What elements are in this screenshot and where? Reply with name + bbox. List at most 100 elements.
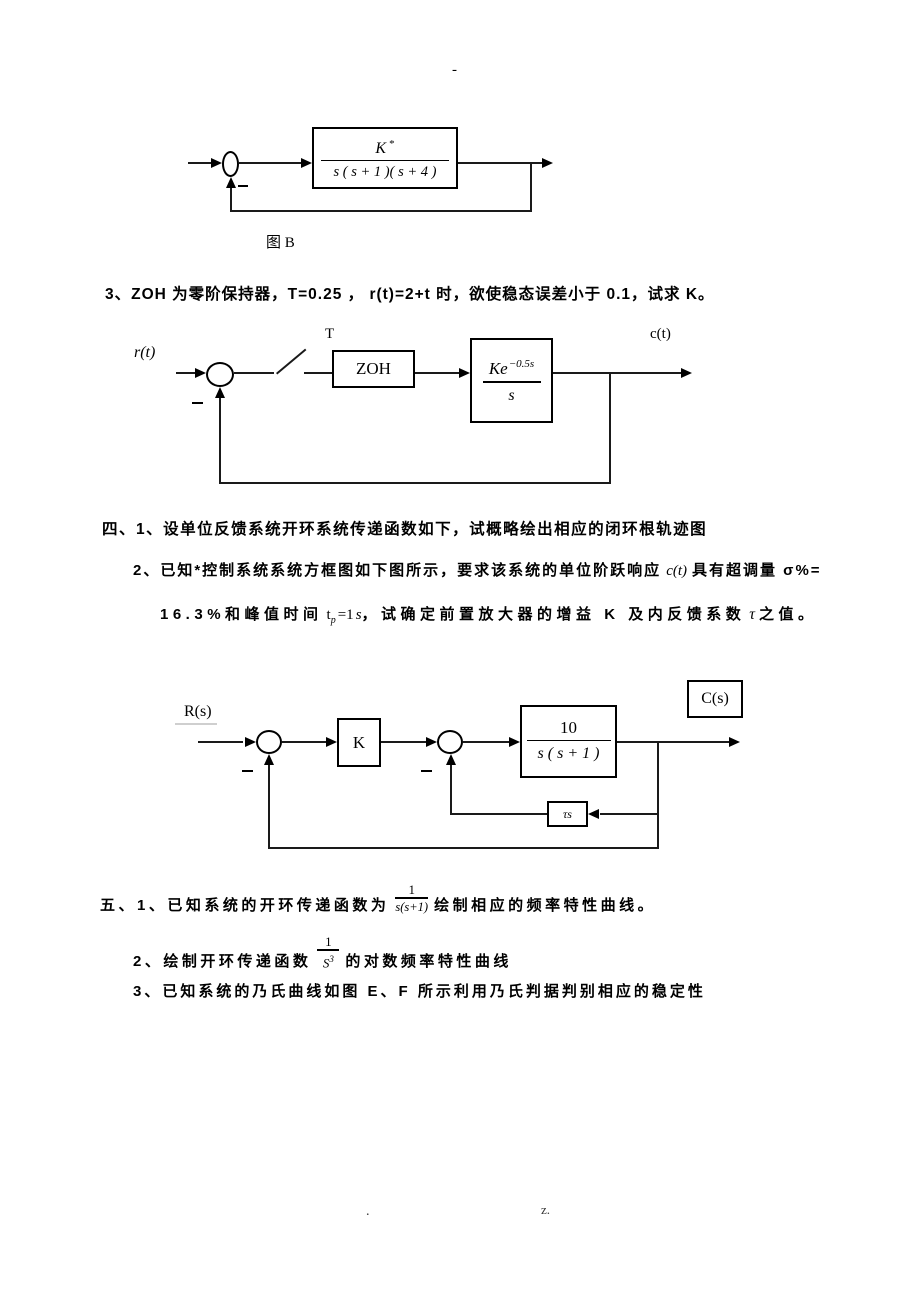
- fig-b-feedback-line: [230, 184, 232, 211]
- q5-1-frac-num: 1: [408, 882, 415, 897]
- q4-2-text-c: 16.3%和峰值时间: [160, 606, 323, 623]
- fig-zoh-line: [234, 372, 274, 374]
- minus-sign: [192, 402, 203, 404]
- fig-k-feedback-line: [657, 742, 659, 848]
- fig-zoh-output-arrowhead: [681, 368, 692, 378]
- minus-sign: [242, 770, 253, 772]
- gain-k-label: K: [352, 732, 366, 752]
- fraction-bar: [482, 381, 541, 383]
- zoh-block-label: ZOH: [356, 359, 391, 378]
- fig-zoh-feedback-line: [609, 373, 611, 483]
- fig-k-arrowhead: [326, 737, 337, 747]
- q5-2-text-a: 2、绘制开环传递函数: [133, 952, 312, 970]
- fig-k-inner-feedback-line: [450, 813, 547, 815]
- page-top-mark: -: [452, 62, 457, 78]
- question-5-line2: 2、绘制开环传递函数 1 S3 的对数频率特性曲线: [133, 934, 512, 971]
- q5-1-text-a: 五、1、已知系统的开环传递函数为: [100, 896, 390, 914]
- fig-k-output-box: C(s): [687, 680, 743, 718]
- fig-b-caption: 图 B: [266, 235, 295, 251]
- fig-zoh-input-label: r(t): [134, 344, 156, 361]
- fig-zoh-output-line: [553, 372, 681, 374]
- page-bottom-dot: .: [366, 1204, 370, 1219]
- fig-zoh-line: [415, 372, 460, 374]
- fig-zoh-plant-numerator: Ke−0.5s: [488, 358, 535, 379]
- fig-b-summing-junction: [222, 151, 239, 177]
- fig-k-plant-numerator: 10: [560, 717, 577, 737]
- fig-k-line: [282, 741, 326, 743]
- minus-sign: [238, 185, 248, 187]
- fig-k-summing-junction-2: [437, 730, 463, 754]
- q4-2-tp-base: t: [326, 607, 331, 623]
- fig-k-inner-feedback-arrowhead: [588, 809, 599, 819]
- fig-k-arrowhead: [426, 737, 437, 747]
- fig-k-plant-block: 10 s ( s + 1 ): [520, 705, 617, 778]
- q5-1-fraction: 1 s(s+1): [395, 882, 429, 915]
- fig-b-arrowhead: [301, 158, 312, 168]
- fig-k-input-label: R(s): [184, 703, 212, 720]
- tau-feedback-block: τs: [547, 801, 588, 827]
- fig-zoh-summing-junction: [206, 362, 234, 387]
- fig-zoh-input-line: [176, 372, 196, 374]
- fig-k-output-label: C(s): [701, 690, 729, 707]
- q4-2-text-d: ，试确定前置放大器的增益 K 及内反馈系数: [361, 606, 746, 623]
- fig-b-transfer-block: K* s ( s + 1 )( s + 4 ): [312, 127, 458, 189]
- q4-2-tau-symbol: τ: [749, 606, 755, 623]
- fig-b-feedback-line: [230, 210, 532, 212]
- fig-k-output-line: [617, 741, 729, 743]
- question-3-text: 3、ZOH 为零阶保持器，T=0.25 ， r(t)=2+t 时，欲使稳态误差小…: [105, 286, 715, 303]
- q4-2-tp-sub: p: [330, 615, 336, 626]
- question-4-2-line2: 16.3%和峰值时间 t p =1 s ，试确定前置放大器的增益 K 及内反馈系…: [160, 603, 818, 626]
- zoh-block: ZOH: [332, 350, 415, 388]
- question-4-title: 四、1、设单位反馈系统开环系统传递函数如下，试概略绘出相应的闭环根轨迹图: [102, 521, 708, 538]
- question-4-2-line1: 2、已知*控制系统系统方框图如下图所示，要求该系统的单位阶跃响应 c(t) 具有…: [133, 559, 822, 580]
- fig-k-outer-feedback-line: [268, 757, 270, 847]
- fig-zoh-arrowhead: [459, 368, 470, 378]
- q5-2-frac-num: 1: [325, 934, 332, 949]
- fig-k-inner-feedback-line: [600, 813, 658, 815]
- fig-zoh-line: [304, 372, 332, 374]
- tau-feedback-label: τs: [563, 806, 572, 821]
- fig-zoh-input-arrowhead: [195, 368, 206, 378]
- fraction-bar: [317, 949, 340, 951]
- q4-2-text-e: 之值。: [758, 606, 818, 623]
- q5-1-text-b: 绘制相应的频率特性曲线。: [434, 896, 657, 914]
- fig-b-input-line: [188, 162, 212, 164]
- fig-k-summing-junction-1: [256, 730, 282, 754]
- fig-b-output-arrowhead: [542, 158, 553, 168]
- fig-k-arrowhead: [509, 737, 520, 747]
- q4-2-ct-symbol: c(t): [666, 563, 688, 579]
- fig-k-line: [463, 741, 509, 743]
- fig-k-inner-feedback-line: [450, 756, 452, 814]
- question-5-line1: 五、1、已知系统的开环传递函数为 1 s(s+1) 绘制相应的频率特性曲线。: [100, 882, 656, 915]
- q4-2-text-a: 2、已知*控制系统系统方框图如下图所示，要求该系统的单位阶跃响应: [133, 562, 662, 579]
- fig-zoh-output-label: c(t): [650, 326, 671, 342]
- gain-k-block: K: [337, 718, 381, 767]
- artifact-line: [175, 723, 217, 725]
- fig-b-feedback-line: [530, 163, 532, 211]
- fig-zoh-plant-block: Ke−0.5s s: [470, 338, 553, 423]
- q5-2-frac-den-sup: 3: [329, 953, 334, 964]
- fig-b-output-line: [458, 162, 543, 164]
- fig-k-input-arrowhead: [245, 737, 256, 747]
- sampler-switch: [276, 348, 307, 375]
- question-5-line3: 3、已知系统的乃氏曲线如图 E、F 所示利用乃氏判据判别相应的稳定性: [133, 983, 706, 1000]
- fraction-bar: [395, 897, 429, 899]
- fig-zoh-plant-denominator: s: [508, 386, 515, 404]
- minus-sign: [421, 770, 432, 772]
- fig-zoh-plant-exponent: −0.5s: [508, 358, 535, 371]
- fig-k-line: [381, 741, 426, 743]
- fig-k-plant-denominator: s ( s + 1 ): [537, 745, 600, 763]
- fig-k-output-arrowhead: [729, 737, 740, 747]
- q5-2-fraction: 1 S3: [317, 934, 340, 971]
- q4-2-tp-s: s: [355, 607, 362, 623]
- q5-2-text-b: 的对数频率特性曲线: [345, 952, 512, 970]
- fig-k-outer-feedback-arrowhead: [264, 754, 274, 765]
- fig-b-denominator: s ( s + 1 )( s + 4 ): [333, 164, 437, 181]
- q5-1-frac-den: s(s+1): [395, 899, 429, 914]
- fig-k-outer-feedback-line: [268, 847, 659, 849]
- fig-b-numerator-sup: *: [389, 137, 395, 150]
- page-bottom-mark: z.: [541, 1202, 551, 1217]
- fig-b-input-arrowhead: [211, 158, 222, 168]
- sampler-period-label: T: [325, 326, 335, 342]
